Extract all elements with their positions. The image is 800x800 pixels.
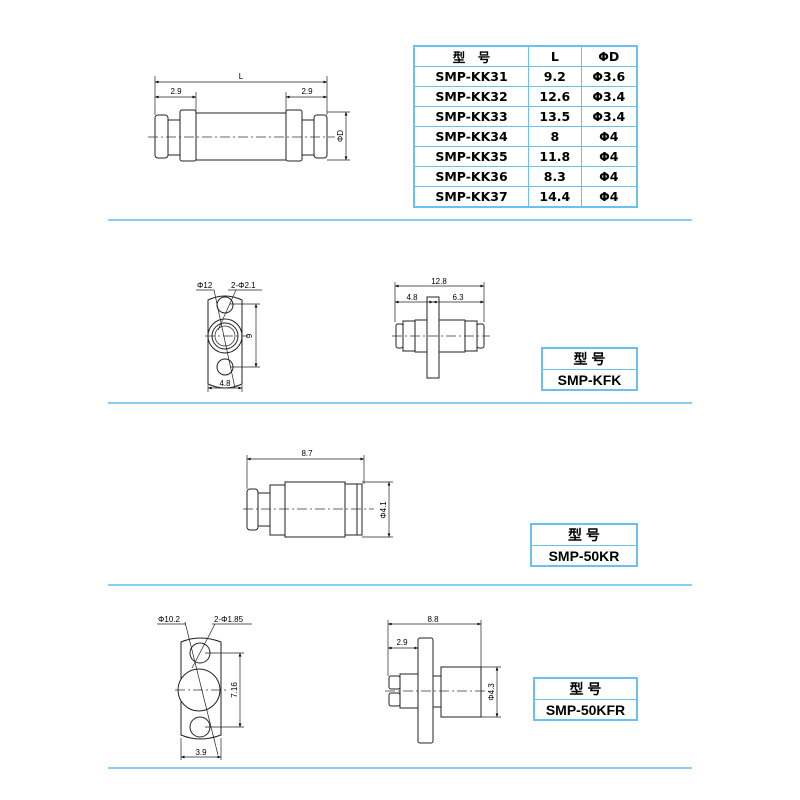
model-cell: SMP-KK37 [413,186,529,208]
kfr-front-view: Φ10.2 2-Φ1.85 7.16 3.9 [157,615,252,760]
dim-8.7: 8.7 [301,449,313,458]
dim-12.8: 12.8 [431,277,447,286]
l-cell: 8.3 [528,166,582,187]
kfk-model-table: 型 号 SMP-KFK [541,347,638,391]
dim-phi4.1: Φ4.1 [379,501,388,519]
dim-right-2.9: 2.9 [301,87,313,96]
dim-4.8: 4.8 [219,379,231,388]
header-d: ΦD [580,45,638,67]
dim-diameter: ΦD [336,130,345,142]
kfr-side-view: 8.8 2.9 Φ4.3 [385,615,501,744]
d-cell: Φ4 [580,146,638,167]
kfk-front-view: Φ12 2-Φ2.1 9 4.8 [196,281,262,392]
dim-holes-1.85: 2-Φ1.85 [214,615,244,624]
model-cell: SMP-KK35 [413,146,529,167]
dim-phi10.2: Φ10.2 [158,615,181,624]
kfr-model-table: 型 号 SMP-50KFR [533,677,638,721]
dim-phi12: Φ12 [197,281,213,290]
model-name: SMP-KFK [541,369,638,391]
l-cell: 8 [528,126,582,147]
d-cell: Φ3.4 [580,106,638,127]
model-header: 型 号 [530,523,638,546]
l-cell: 11.8 [528,146,582,167]
dim-6.3: 6.3 [452,293,464,302]
model-cell: SMP-KK36 [413,166,529,187]
dim-7.16: 7.16 [230,682,239,698]
dim-9: 9 [245,333,254,338]
header-l: L [528,45,582,67]
kr-model-table: 型 号 SMP-50KR [530,523,638,567]
dim-l: L [239,72,244,81]
section-divider [108,219,692,221]
model-cell: SMP-KK32 [413,86,529,107]
model-name: SMP-50KR [530,545,638,567]
l-cell: 13.5 [528,106,582,127]
d-cell: Φ3.4 [580,86,638,107]
l-cell: 12.6 [528,86,582,107]
kfk-side-view: 12.8 4.8 6.3 [392,277,490,379]
section-divider [108,402,692,404]
model-cell: SMP-KK33 [413,106,529,127]
section-divider [108,767,692,769]
header-model: 型 号 [413,45,529,67]
table-header: 型 号 L ΦD [413,45,638,67]
d-cell: Φ4 [580,186,638,208]
kr-drawing: 8.7 Φ4.1 [243,449,393,538]
model-cell: SMP-KK31 [413,66,529,87]
d-cell: Φ4 [580,166,638,187]
d-cell: Φ4 [580,126,638,147]
dim-phi4.3: Φ4.3 [487,683,496,701]
dim-holes: 2-Φ2.1 [231,281,256,290]
model-header: 型 号 [541,347,638,370]
l-cell: 14.4 [528,186,582,208]
model-header: 型 号 [533,677,638,700]
d-cell: Φ3.6 [580,66,638,87]
dim-3.9: 3.9 [195,748,207,757]
l-cell: 9.2 [528,66,582,87]
dim-2.9: 2.9 [396,638,408,647]
model-cell: SMP-KK34 [413,126,529,147]
model-name: SMP-50KFR [533,699,638,721]
dim-8.8: 8.8 [427,615,439,624]
section-divider [108,584,692,586]
kk-adapter-drawing: L 2.9 2.9 ΦD [148,72,350,162]
dim-left-2.9: 2.9 [170,87,182,96]
dim-4.8-side: 4.8 [406,293,418,302]
